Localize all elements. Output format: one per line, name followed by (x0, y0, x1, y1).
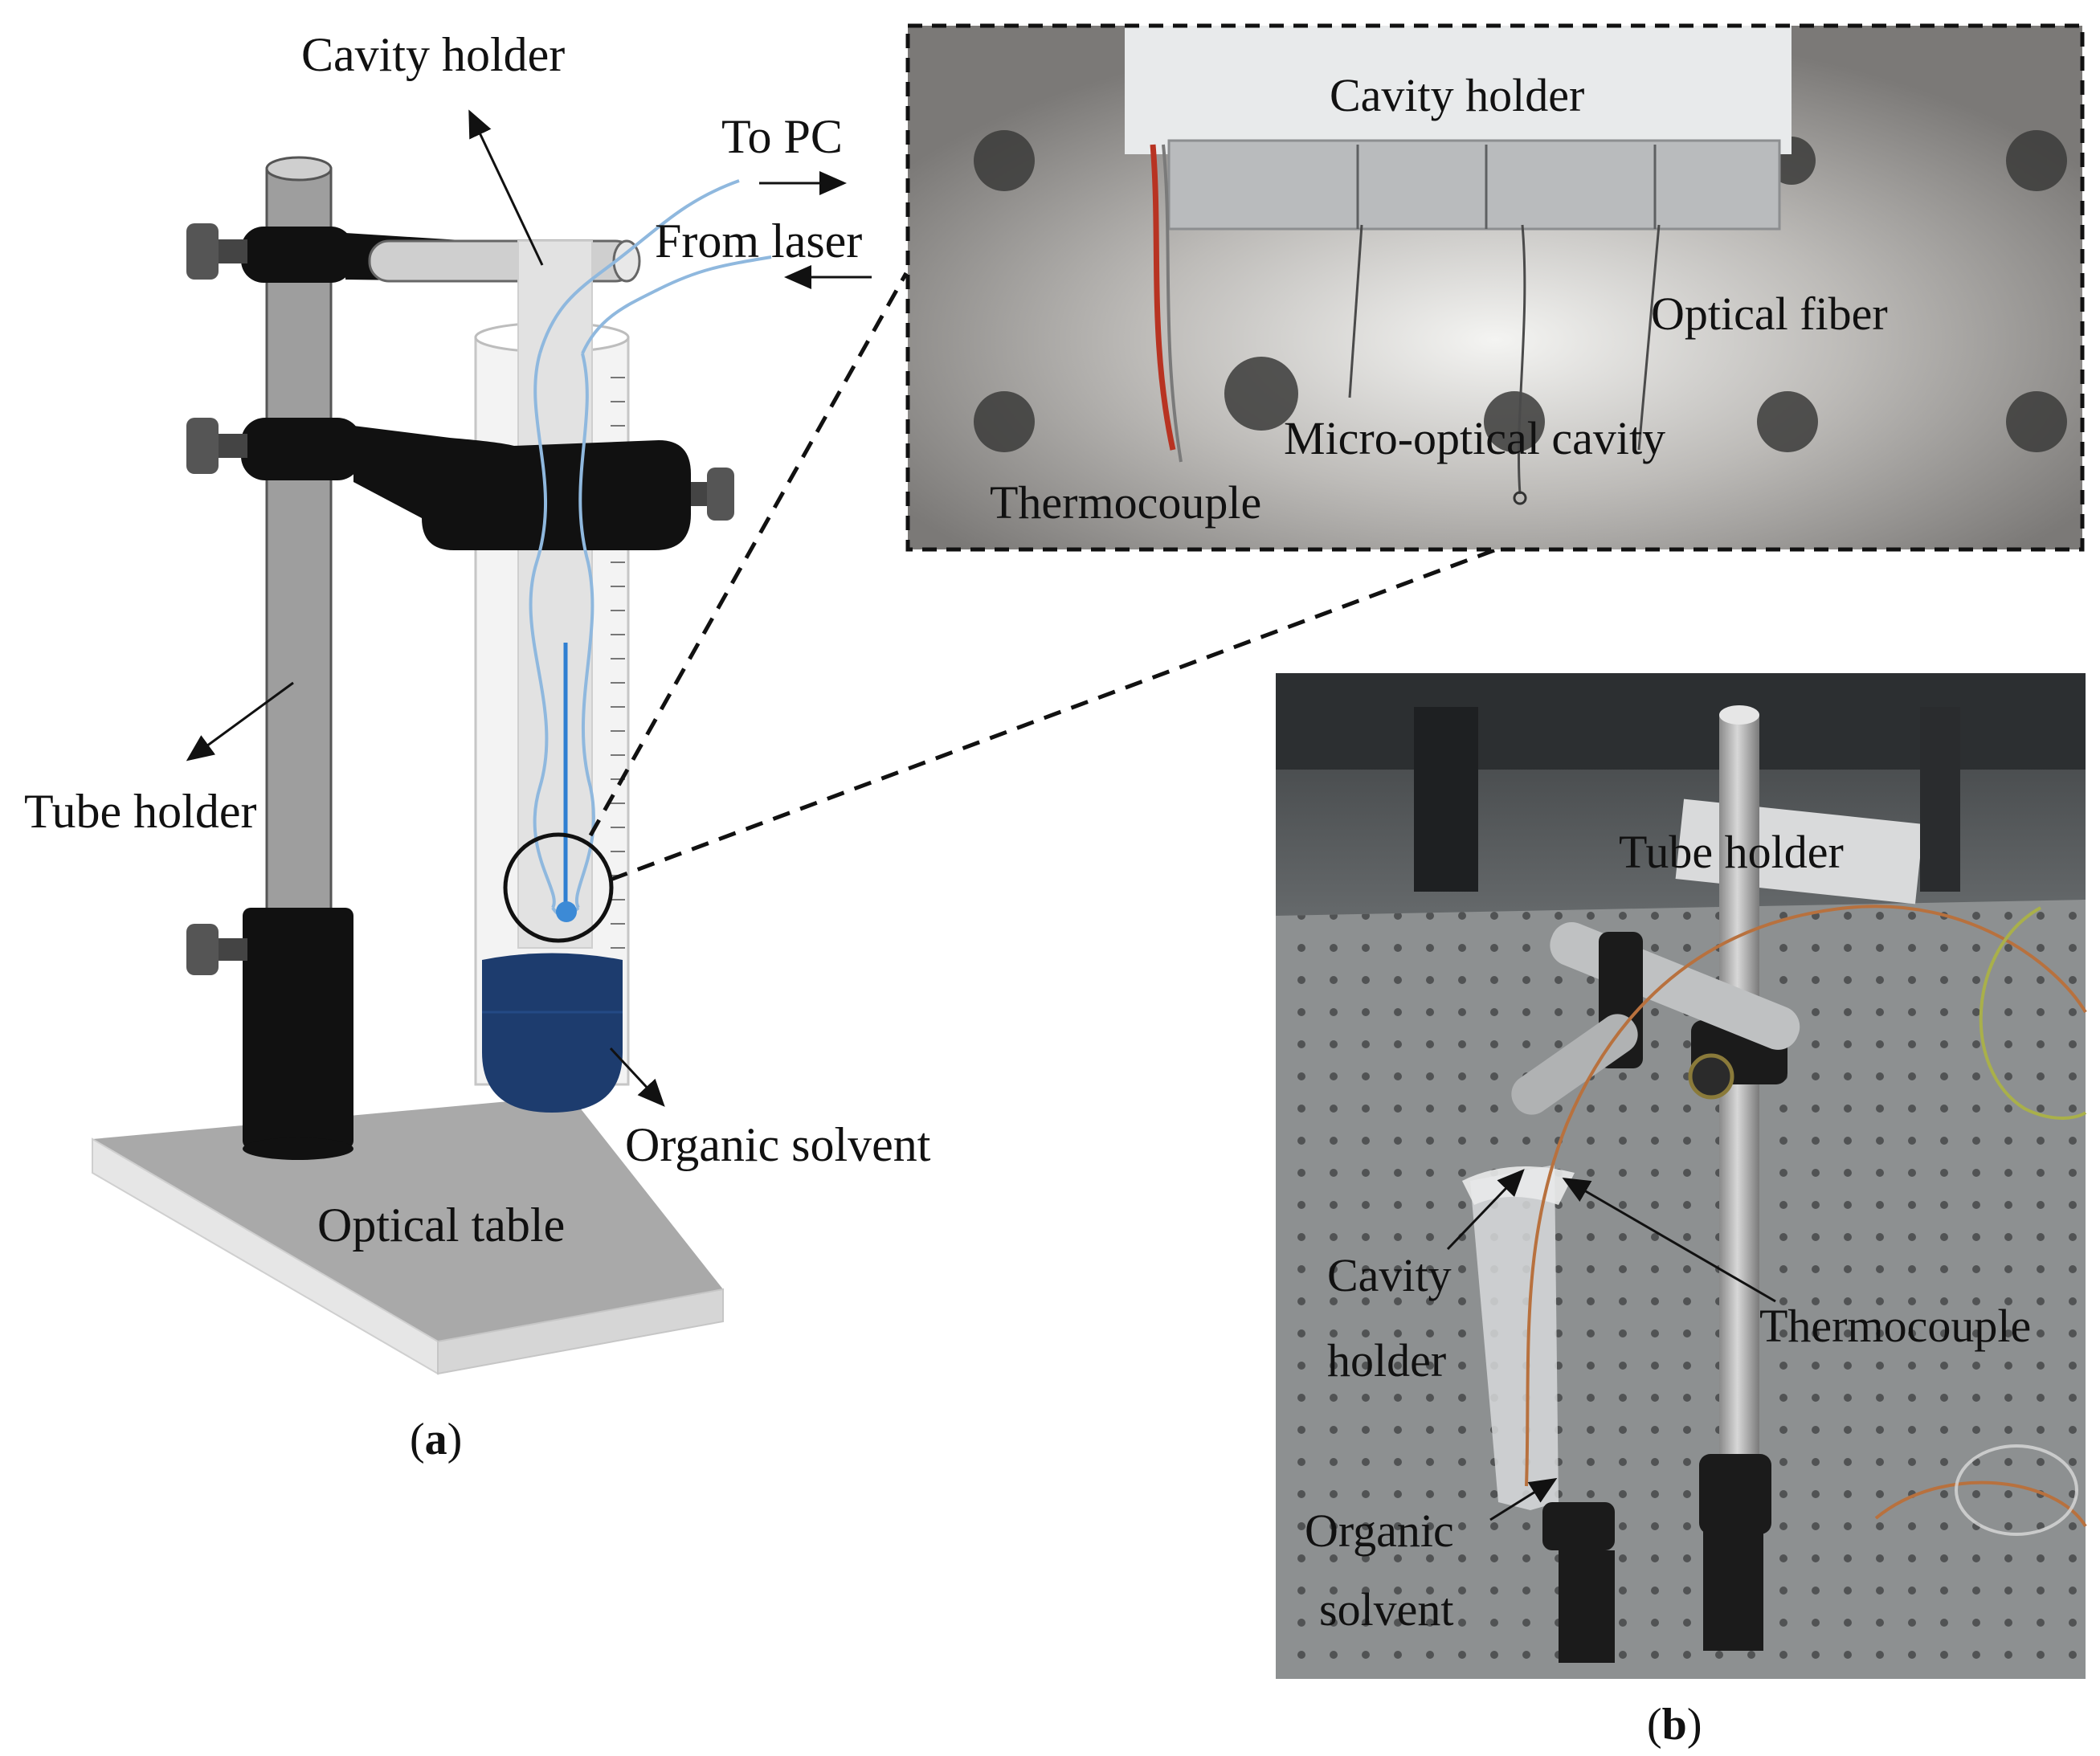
inset-label-thermocouple: Thermocouple (990, 476, 1261, 529)
label-from-laser: From laser (655, 214, 862, 267)
inset-dashed-frame (905, 23, 2085, 552)
inset-table-holes (974, 130, 2067, 452)
tube-graduations (611, 377, 625, 949)
label-optical-table: Optical table (317, 1199, 565, 1252)
panel-b-photo (1276, 673, 2087, 1679)
lower-clamp-illustration (186, 418, 734, 550)
panel-a-annotations: Cavity holder To PC From laser Tube hold… (24, 28, 931, 1464)
inset-label-optical-fiber: Optical fiber (1651, 288, 1888, 340)
inset-holder-cracks (1356, 145, 1657, 229)
micro-cavity-sphere (556, 901, 577, 922)
caption-b: (b) (1647, 1700, 1702, 1750)
thermocouple-arrow-b (1562, 1177, 1776, 1303)
optical-fiber-illustration (529, 179, 772, 917)
organic-solvent-illustration (482, 953, 623, 1113)
tube-holder-rod-illustration (186, 156, 353, 1160)
inset-label-cavity-holder: Cavity holder (1330, 69, 1584, 121)
organic-solvent-arrow-b (1489, 1477, 1558, 1521)
inset-fibers (1348, 224, 1661, 495)
inset-micro-cavity (1513, 491, 1527, 505)
zoom-circle (503, 832, 614, 943)
zoom-connectors (588, 272, 1495, 882)
label-to-pc: To PC (721, 110, 843, 163)
label-organic-solvent-a: Organic solvent (625, 1118, 931, 1171)
label-tube-holder-a: Tube holder (24, 785, 256, 838)
cavity-holder-arrow-b (1446, 1169, 1525, 1251)
inset-magnified-view: Cavity holder Optical fiber Micro-optica… (905, 23, 2085, 552)
label-organic-b-line2: solvent (1319, 1583, 1454, 1636)
caption-a: (a) (410, 1415, 462, 1464)
label-organic-b-line1: Organic (1305, 1505, 1454, 1557)
cavity-holder-arrow (468, 109, 544, 266)
label-cavity-b-line2: holder (1327, 1334, 1446, 1386)
tube-holder-arrow-a (186, 681, 294, 762)
label-cavity-holder-a: Cavity holder (301, 28, 565, 81)
label-cavity-b-line1: Cavity (1327, 1249, 1452, 1301)
panel-a-schematic (92, 156, 772, 1375)
label-tube-holder-b: Tube holder (1619, 826, 1844, 878)
label-thermocouple-b: Thermocouple (1759, 1300, 2031, 1352)
organic-solvent-arrow-a (609, 1047, 665, 1107)
optical-table-illustration (92, 1096, 724, 1375)
panel-b-annotations: Tube holder Cavity holder Thermocouple O… (1305, 826, 2031, 1750)
test-tube-illustration (474, 240, 630, 1113)
inset-label-micro-optical-cavity: Micro-optical cavity (1284, 412, 1665, 464)
photo-rod (1719, 715, 1759, 1599)
